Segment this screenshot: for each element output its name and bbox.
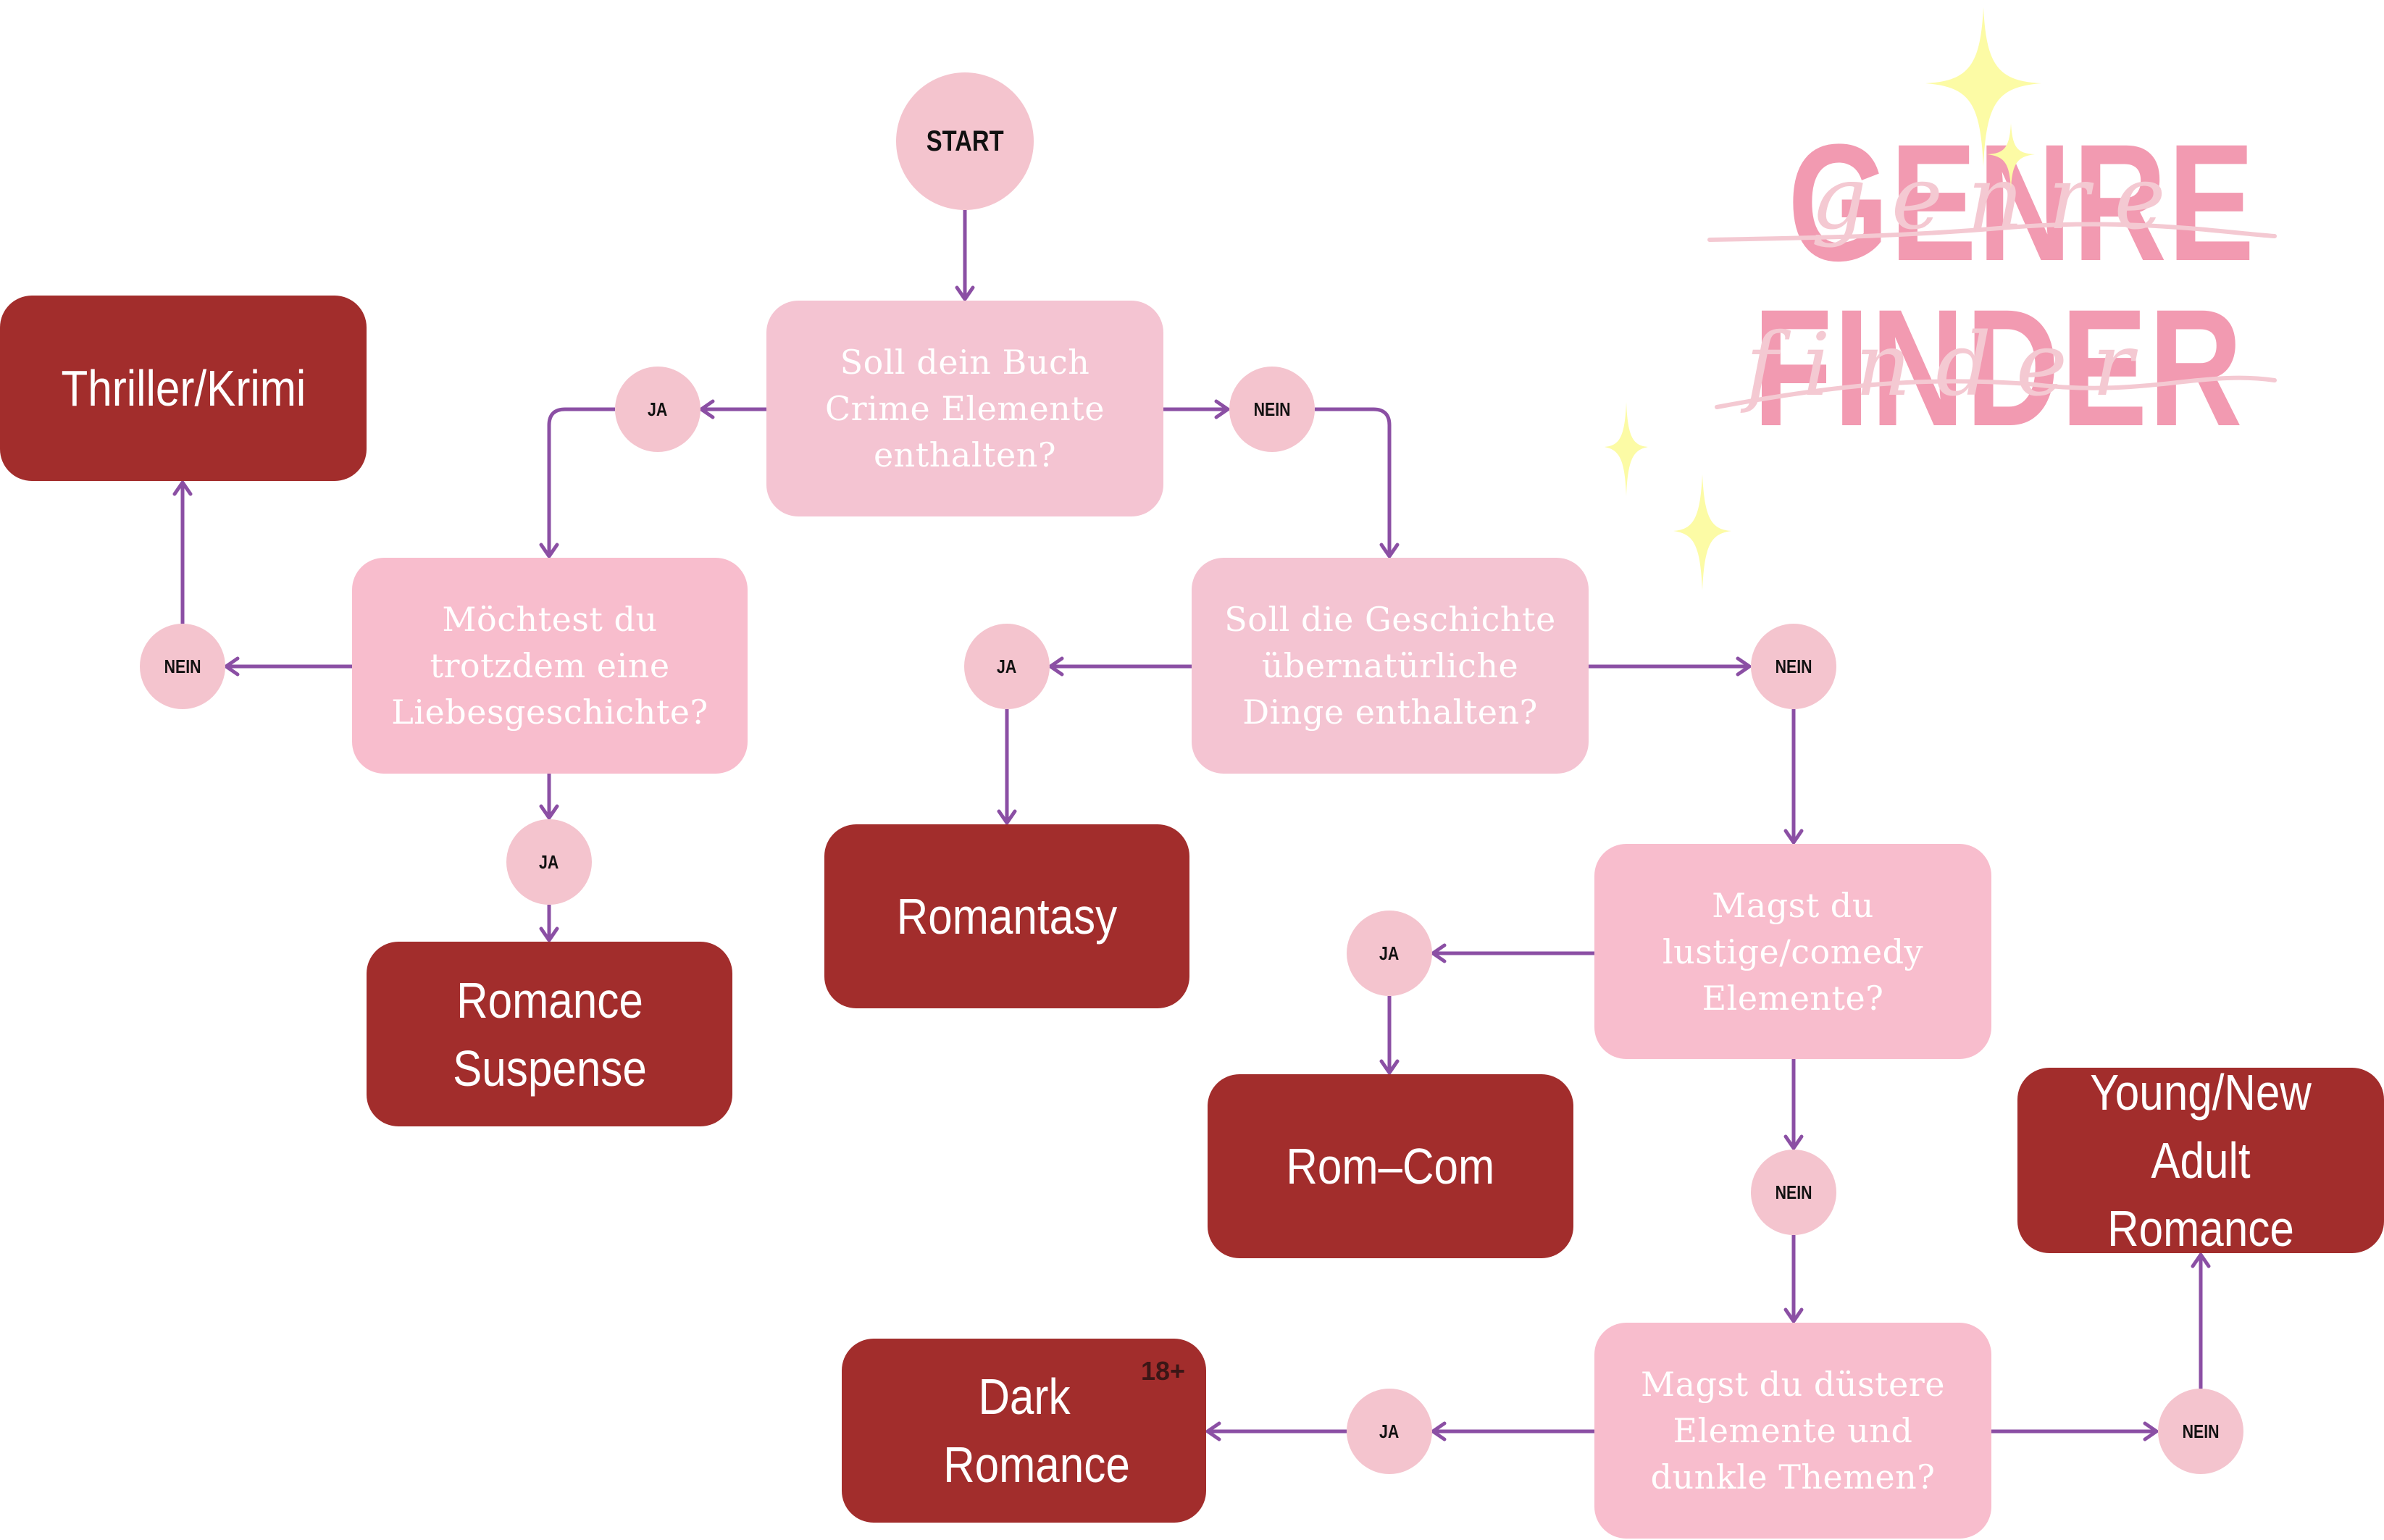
arrow-ja-to-q2-head-icon [539,543,559,558]
arrow-ja-to-dark-romance-head-icon [1205,1421,1221,1441]
arrow-ja-to-romcom [1379,996,1400,1075]
arrow-nein-to-young-adult [2191,1252,2211,1389]
arrow-nein-to-q3-head-icon [1379,543,1400,558]
question-dark-themes[interactable]: Magst du düstere Elemente und dunkle The… [1594,1323,1991,1539]
arrow-nein-to-q5 [1783,1235,1804,1323]
answer-ja-supernatural[interactable]: JA [964,624,1050,709]
question-comedy[interactable]: Magst du lustige/comedy Elemente? [1594,844,1991,1059]
question-love-story[interactable]: Möchtest du trotzdem eine Liebesgeschich… [352,558,748,774]
result-young-new-adult-romance[interactable]: Young/New Adult Romance [2017,1064,2384,1257]
arrow-nein-to-thriller-head-icon [172,480,193,496]
sparkle-icon-large [1925,7,2041,167]
arrow-ja-to-q2 [539,407,615,558]
arrow-q4-to-nein-head-icon [1783,1134,1804,1150]
arrow-nein-to-young-adult-head-icon [2191,1252,2211,1268]
arrow-q4-to-ja [1431,943,1594,963]
sparkle-icon-mid [1605,402,1648,496]
answer-nein-love-story[interactable]: NEIN [140,624,225,709]
arrow-q3-to-nein [1589,656,1752,677]
title-script-genre: genre [1811,148,2191,249]
result-dark-romance[interactable]: Dark Romance [842,1339,1206,1523]
answer-nein-dark[interactable]: NEIN [2158,1389,2243,1474]
arrow-ja-to-romantasy [997,709,1017,825]
answer-nein-crime[interactable]: NEIN [1229,367,1315,452]
result-thriller-krimi[interactable]: Thriller/Krimi [0,296,367,481]
answer-nein-supernatural[interactable]: NEIN [1751,624,1836,709]
arrow-q5-to-nein [1991,1421,2159,1441]
arrow-nein-to-q4-head-icon [1783,829,1804,845]
arrow-q1-to-ja [699,399,766,419]
arrow-q2-to-ja-head-icon [539,804,559,820]
question-supernatural[interactable]: Soll die Geschichte übernatürliche Dinge… [1192,558,1589,774]
result-romance-suspense[interactable]: Romance Suspense [367,942,732,1126]
arrow-start-to-q1 [955,210,975,301]
arrow-q5-to-nein-head-icon [2143,1421,2159,1441]
question-crime-elements[interactable]: Soll dein Buch Crime Elemente enthalten? [766,301,1163,516]
sparkle-icon-small-top [1987,123,2035,188]
title-script-underline [1707,222,2277,409]
age-rating-badge: 18+ [1141,1356,1186,1386]
arrow-ja-to-romcom-head-icon [1379,1059,1400,1075]
arrow-start-to-q1-head-icon [955,285,975,301]
arrow-nein-to-q5-head-icon [1783,1307,1804,1323]
arrow-q2-to-nein-head-icon [224,656,240,677]
arrow-q3-to-ja [1048,656,1192,677]
arrow-ja-to-dark-romance [1205,1421,1347,1441]
arrow-q1-to-ja-head-icon [699,399,715,419]
arrow-q3-to-nein-head-icon [1736,656,1752,677]
arrow-q1-to-nein-head-icon [1214,399,1230,419]
arrow-q2-to-nein [224,656,352,677]
arrow-nein-to-thriller [172,480,193,624]
result-romantasy[interactable]: Romantasy [824,824,1189,1008]
sparkle-icon-low [1673,474,1731,590]
arrow-q5-to-ja-head-icon [1431,1421,1447,1441]
answer-ja-crime[interactable]: JA [615,367,700,452]
arrow-ja-to-romance-suspense [539,905,559,942]
arrow-q3-to-ja-head-icon [1048,656,1064,677]
title-genre: GENRE [1788,109,2256,296]
arrow-nein-to-q4 [1783,709,1804,845]
answer-ja-love-story[interactable]: JA [506,819,592,905]
arrow-q1-to-nein [1163,399,1230,419]
result-rom-com[interactable]: Rom–Com [1208,1074,1573,1258]
arrow-ja-to-romance-suspense-head-icon [539,926,559,942]
answer-ja-dark[interactable]: JA [1347,1389,1432,1474]
start-node[interactable]: START [896,72,1034,210]
title-script-finder: finder [1746,315,2159,416]
answer-nein-comedy[interactable]: NEIN [1751,1150,1836,1235]
arrow-nein-to-q3 [1315,407,1400,558]
arrow-q5-to-ja [1431,1421,1594,1441]
arrow-q2-to-ja [539,774,559,820]
answer-ja-comedy[interactable]: JA [1347,911,1432,996]
title-finder: FINDER [1753,275,2244,461]
arrow-q4-to-nein [1783,1059,1804,1150]
arrow-q4-to-ja-head-icon [1431,943,1447,963]
arrow-ja-to-romantasy-head-icon [997,809,1017,825]
